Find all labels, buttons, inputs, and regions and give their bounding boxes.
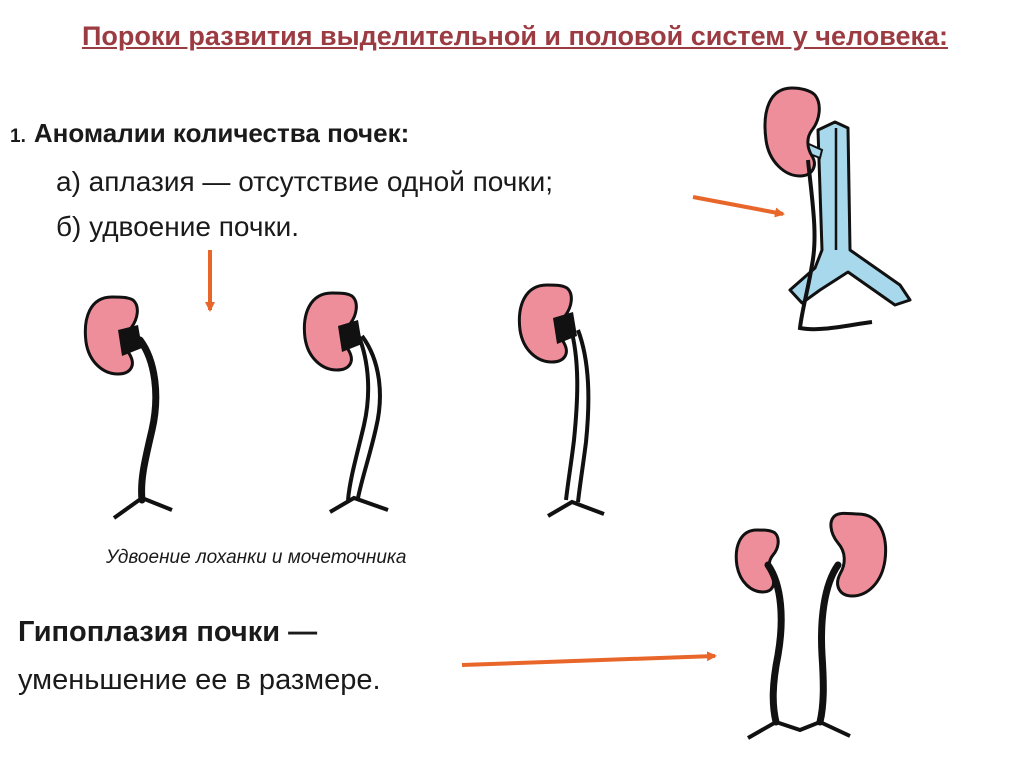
- ureter-3-left: [564, 324, 580, 501]
- kidney-normal-right: [829, 511, 888, 598]
- bladder-base: [747, 719, 851, 740]
- arrow-to-aplasia: [692, 195, 785, 218]
- doubling-kidney-3: [517, 283, 605, 518]
- item-aplasia: а) аплазия — отсутствие одной почки;: [56, 166, 553, 197]
- page-title: Пороки развития выделительной и половой …: [81, 21, 949, 51]
- ureter-left: [764, 561, 785, 726]
- pelvis-2: [338, 320, 362, 352]
- hypoplasia-illustration: [734, 511, 888, 740]
- ureter-2-left: [346, 329, 371, 501]
- hypoplasia-description: уменьшение ее в размере.: [18, 664, 381, 696]
- ureter-right: [816, 561, 842, 726]
- doubling-kidney-1: [83, 295, 173, 520]
- arrow-to-hypoplasia: [461, 651, 717, 667]
- item-doubling: б) удвоение почки.: [56, 211, 300, 242]
- doubling-kidney-2: [302, 291, 389, 514]
- ureter-single: [797, 159, 873, 332]
- kidney-small-left: [734, 528, 780, 594]
- section-number: 1.: [10, 126, 26, 147]
- ureter-3-right: [576, 329, 591, 503]
- pelvis-1: [118, 325, 142, 356]
- kidney-single: [763, 86, 821, 178]
- doubling-caption: Удвоение лоханки и мочеточника: [106, 547, 407, 568]
- section-heading-text: Аномалии количества почек:: [33, 118, 410, 148]
- ureter-1: [136, 336, 160, 504]
- ureter-1-base: [112, 495, 173, 520]
- ureter-3-base: [546, 499, 605, 518]
- ureter-2-right: [356, 334, 382, 499]
- aplasia-kidney-illustration: [763, 86, 912, 332]
- ureter-2-base: [328, 495, 389, 514]
- section-heading: 1. Аномалии количества почек:: [10, 118, 409, 149]
- hypoplasia-title: Гипоплазия почки —: [18, 616, 318, 648]
